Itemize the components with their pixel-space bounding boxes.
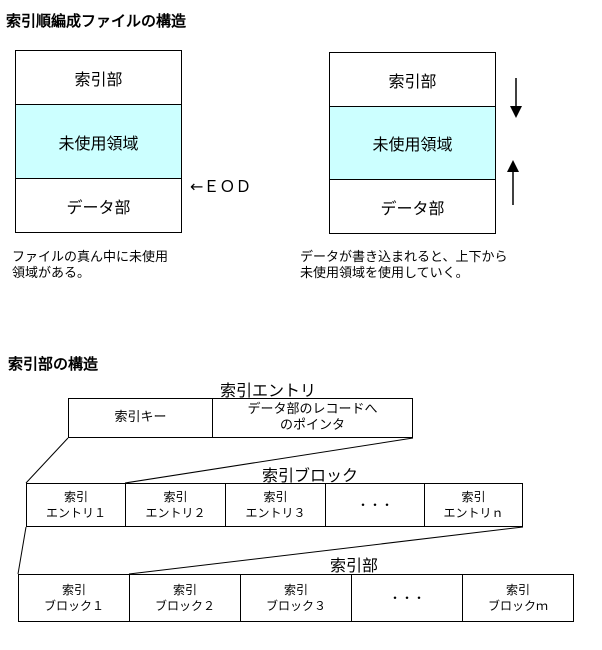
block-ellipsis-cell: ・・・ — [325, 483, 425, 527]
entry-caption: 索引エントリ — [220, 381, 317, 400]
section-caption: 索引部 — [330, 556, 379, 575]
expand-line-left-2 — [17, 526, 27, 575]
expand-line-left — [25, 437, 69, 484]
right-data-section: データ部 — [329, 179, 496, 234]
block-entry-cell: 索引 エントリｎ — [424, 483, 523, 527]
section-ellipsis-cell: ・・・ — [351, 574, 463, 622]
right-unused-area: 未使用領域 — [329, 106, 496, 180]
entry-pointer-cell: データ部のレコードへ のポインタ — [212, 398, 413, 438]
section-title: 索引部の構造 — [8, 355, 99, 373]
expand-line-right — [124, 437, 414, 484]
section-block-cell: 索引 ブロックｍ — [462, 574, 574, 622]
right-note: データが書き込まれると、上下から 未使用領域を使用していく。 — [300, 250, 508, 281]
entry-key-cell: 索引キー — [68, 398, 213, 438]
page-title: 索引順編成ファイルの構造 — [6, 12, 187, 30]
left-unused-area: 未使用領域 — [15, 104, 182, 179]
left-note: ファイルの真ん中に未使用 領域がある。 — [12, 250, 169, 281]
right-index-section: 索引部 — [329, 52, 496, 107]
section-block-cell: 索引 ブロック３ — [240, 574, 352, 622]
section-block-cell: 索引 ブロック２ — [129, 574, 241, 622]
left-data-section: データ部 — [15, 178, 182, 233]
block-caption: 索引ブロック — [262, 466, 359, 485]
section-block-cell: 索引 ブロック１ — [18, 574, 130, 622]
expand-line-right-2 — [128, 526, 524, 575]
block-entry-cell: 索引 エントリ２ — [125, 483, 226, 527]
eod-marker: ←ＥＯＤ — [190, 177, 252, 196]
